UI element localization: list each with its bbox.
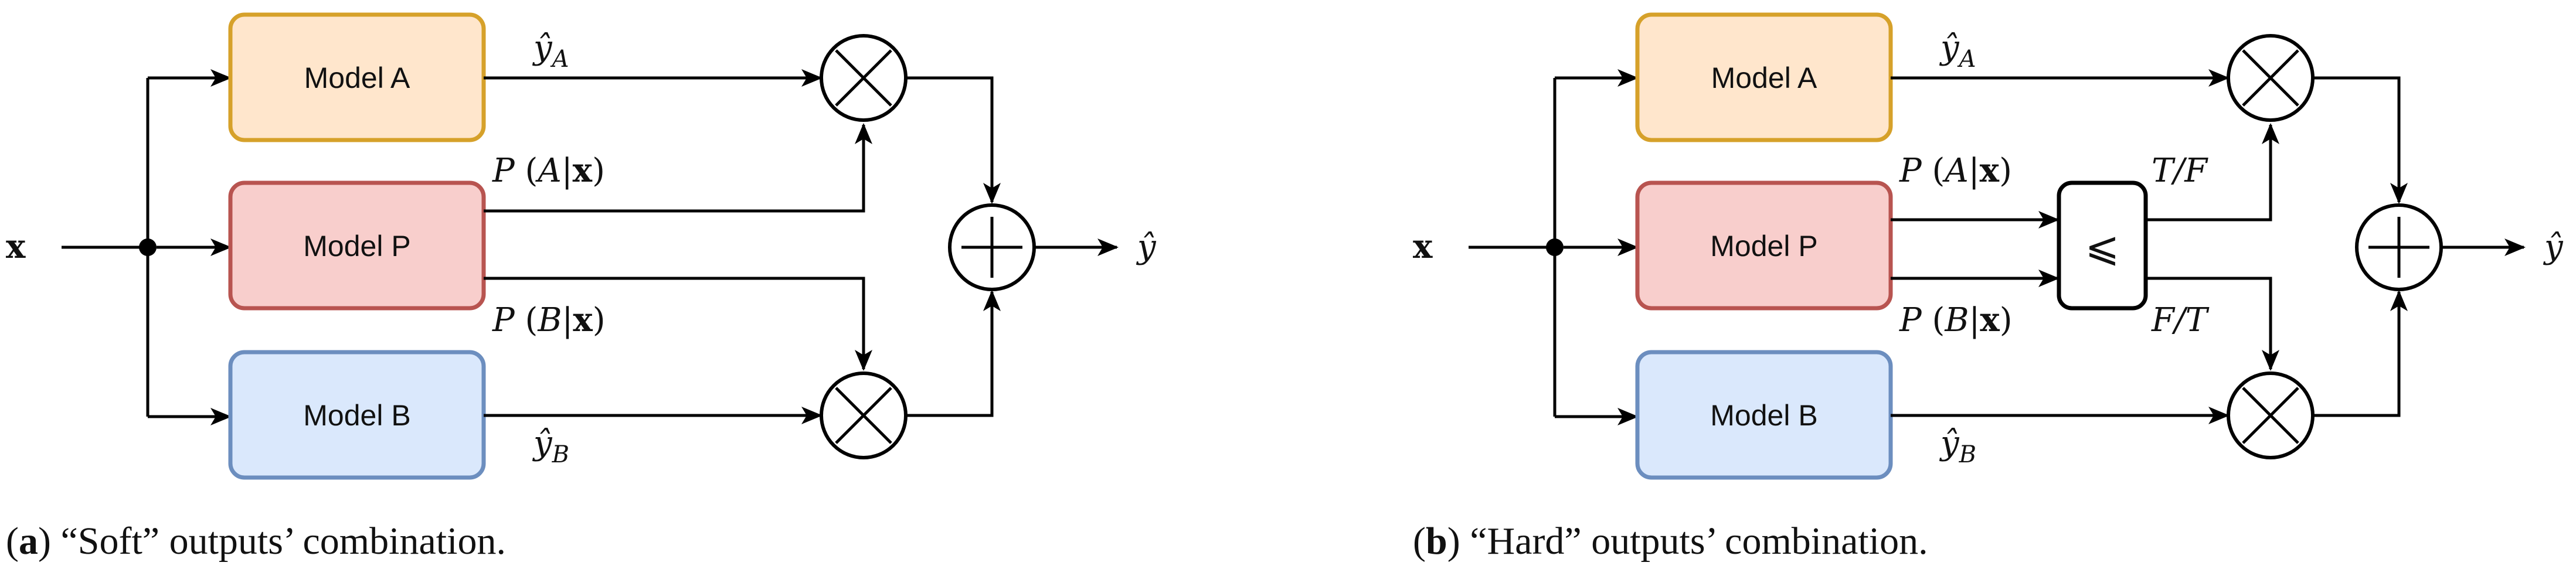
pb-label-b: P (B|x) [1899, 301, 2013, 339]
model-p-box: Model P [228, 180, 486, 311]
ft-arrow [2146, 277, 2279, 371]
model-a-box: Model A [228, 12, 486, 142]
input-x-label-b: x [1413, 227, 1433, 266]
comparator-box: ⩽ [2057, 180, 2148, 311]
model-b-box-b: Model B [1635, 350, 1893, 480]
model-a-box-b: Model A [1635, 12, 1893, 142]
panel-hard: x Model A Model P Model B ⩽ [1413, 12, 2564, 563]
model-p-box-b: Model P [1635, 180, 1893, 311]
comparator-symbol: ⩽ [2085, 223, 2120, 271]
multiply-node-top-b [2227, 34, 2315, 122]
output-label: ŷ [1136, 228, 1157, 266]
caption-soft: (a) “Soft” outputs’ combination. [6, 520, 506, 563]
sum-node-b [2355, 203, 2443, 291]
ya-label-b: ŷA [1939, 29, 1976, 73]
pa-arrow [484, 123, 872, 213]
multiply-node-top [820, 34, 908, 122]
caption-hard: (b) “Hard” outputs’ combination. [1413, 520, 1928, 563]
tf-arrow [2146, 123, 2279, 221]
model-a-label: Model A [304, 62, 410, 94]
input-x-label: x [6, 227, 26, 266]
multiply-node-bottom-b [2227, 371, 2315, 459]
top-to-sum [906, 76, 1001, 204]
pa-label-b: P (A|x) [1899, 151, 2012, 190]
ft-label: F/T [2151, 301, 2210, 339]
model-p-label: Model P [303, 230, 410, 263]
multiply-node-bottom [820, 371, 908, 459]
model-b-box: Model B [228, 350, 486, 480]
model-a-label-b: Model A [1711, 62, 1817, 94]
panel-soft: x Model A Model P Model B [6, 12, 1157, 563]
bottom-to-sum [906, 290, 1001, 417]
yb-label-b: ŷB [1939, 424, 1976, 468]
model-b-label-b: Model B [1710, 399, 1817, 432]
ya-label: ŷA [532, 29, 569, 73]
sum-node [948, 203, 1036, 291]
pb-label: P (B|x) [492, 301, 606, 339]
model-b-label: Model B [303, 399, 410, 432]
tf-label: T/F [2152, 152, 2208, 190]
model-p-label-b: Model P [1710, 230, 1817, 263]
top-to-sum-b [2313, 76, 2408, 204]
pb-arrow [484, 277, 872, 371]
output-label-b: ŷ [2543, 228, 2564, 266]
pa-label: P (A|x) [492, 151, 605, 190]
yb-label: ŷB [532, 424, 569, 468]
bottom-to-sum-b [2313, 290, 2408, 417]
